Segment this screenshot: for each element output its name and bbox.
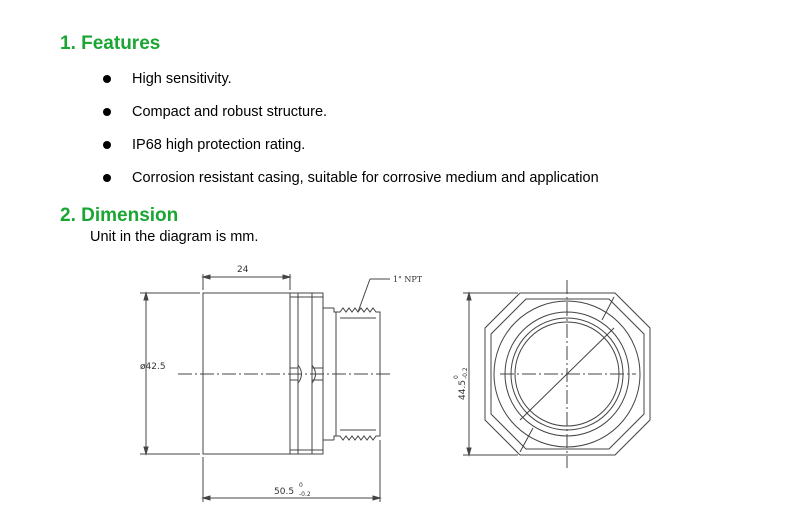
dim-total-length: 50.5 0 -0.2 bbox=[274, 482, 311, 498]
unit-note: Unit in the diagram is mm. bbox=[90, 229, 259, 245]
bullet-icon bbox=[103, 174, 111, 182]
dimension-drawing: 24 1" NPT ø42.5 50.5 0 -0.2 44.5 0 -0.2 bbox=[140, 265, 651, 502]
feature-text: IP68 high protection rating. bbox=[132, 137, 306, 153]
dim-thread: 1" NPT bbox=[393, 275, 423, 284]
feature-text: Compact and robust structure. bbox=[132, 104, 328, 120]
dim-length-top: 24 bbox=[237, 265, 249, 275]
bullet-icon bbox=[103, 108, 111, 116]
dim-diameter: ø42.5 bbox=[140, 362, 166, 372]
dim-hex-width-value: 44.5 bbox=[458, 380, 468, 400]
features-heading: 1. Features bbox=[60, 33, 161, 54]
bullet-icon bbox=[103, 75, 111, 83]
dim-hex-width-tol-lower: -0.2 bbox=[462, 367, 469, 379]
dim-hex-width: 44.5 0 -0.2 bbox=[453, 367, 469, 400]
dim-total-length-tol-lower: -0.2 bbox=[299, 491, 311, 498]
bullet-icon bbox=[103, 141, 111, 149]
feature-text: Corrosion resistant casing, suitable for… bbox=[132, 170, 599, 186]
dim-hex-width-tol-upper: 0 bbox=[453, 375, 460, 379]
dimension-heading: 2. Dimension bbox=[60, 205, 179, 226]
feature-text: High sensitivity. bbox=[132, 71, 232, 87]
dim-total-length-value: 50.5 bbox=[274, 487, 294, 497]
dim-total-length-tol-upper: 0 bbox=[299, 482, 303, 489]
